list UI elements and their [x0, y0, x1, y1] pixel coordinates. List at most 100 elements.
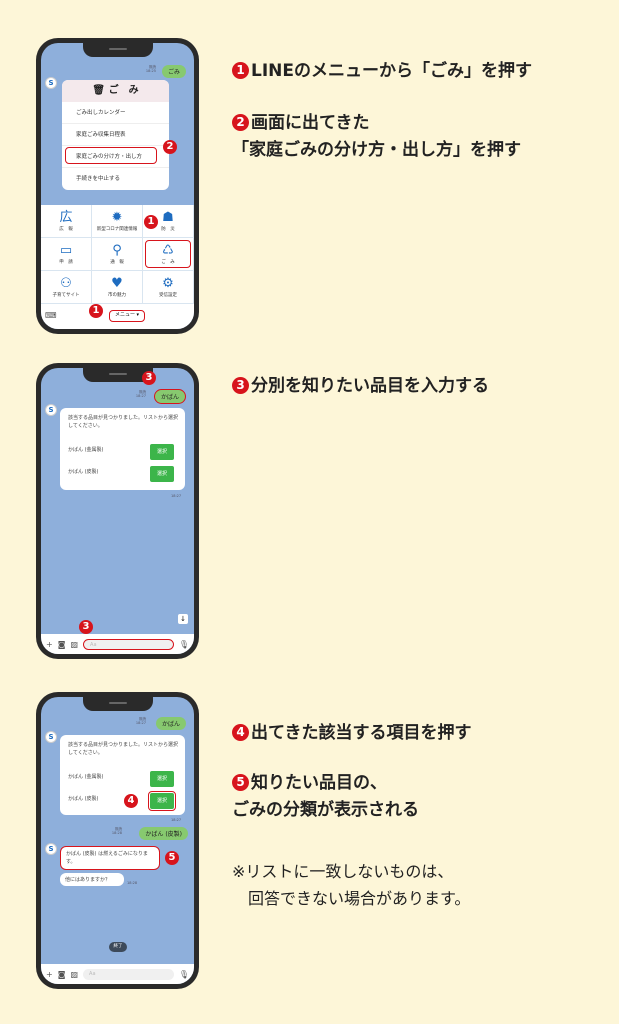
city-avatar: S	[45, 731, 57, 743]
reply-text: 該当する品目が見つかりました。リストから選択してください。	[68, 415, 179, 429]
step-text: 「家庭ごみの分け方・出し方」を押す	[232, 140, 521, 160]
alarm-icon: ☗	[162, 210, 174, 225]
rich-menu-shinsei[interactable]: ▭申 請	[41, 238, 92, 271]
menu-item-calendar[interactable]: ごみ出しカレンダー	[62, 102, 169, 124]
gomi-menu-card: 🗑 ご み ごみ出しカレンダー 家庭ごみ収集日程表 家庭ごみの分け方・出し方 手…	[62, 80, 169, 190]
message-input[interactable]: Aa	[83, 968, 174, 980]
trash-icon: 🗑	[92, 85, 106, 96]
followup-text: 他にはありますか？	[65, 877, 111, 883]
step-marker-5: 5	[165, 851, 179, 865]
read-label: 既読	[149, 65, 156, 69]
sent-message: かばん	[153, 389, 186, 404]
step-text: 知りたい品目の、	[251, 773, 387, 793]
rich-menu: 広広 報 ✹新型コロナ関連情報 ☗防 災 ▭申 請 ⚲通 報 ♺ご み ⚇子育て…	[41, 205, 194, 304]
option-label: かばん (金属製)	[68, 447, 104, 453]
step-text: 画面に出てきた	[251, 113, 370, 133]
bottom-bar: ⌨ メニュー ▾ 1	[41, 304, 194, 329]
option-label: かばん (皮製)	[68, 469, 99, 475]
step-number: 5	[232, 774, 249, 791]
notch	[82, 43, 153, 57]
plus-icon[interactable]: +	[46, 639, 53, 649]
input-bar: + ◙ ▨ Aa 🎙	[41, 964, 194, 984]
rich-menu-bosai[interactable]: ☗防 災	[143, 205, 194, 238]
time: 18:25	[145, 69, 156, 73]
time: 18:27	[135, 721, 146, 725]
microphone-icon[interactable]: 🎙	[178, 639, 189, 649]
camera-icon[interactable]: ◙	[57, 639, 66, 649]
rich-menu-miryoku[interactable]: ♥市の魅力	[92, 271, 143, 304]
note-text: ※リストに一致しないものは、	[232, 862, 454, 881]
menu-item-cancel[interactable]: 手続きを中止する	[76, 176, 121, 182]
garbage-bag-icon: ♺	[162, 243, 174, 258]
result-text: かばん (皮製) は燃えるごみになります。	[66, 851, 148, 865]
menu-item-sorting[interactable]: 家庭ごみの分け方・出し方	[62, 146, 169, 168]
highlight-sorting	[65, 147, 157, 164]
select-button[interactable]: 選択	[150, 771, 174, 787]
menu-title: ご み	[108, 85, 139, 96]
followup-message: 他にはありますか？	[60, 873, 124, 886]
sent-message: ごみ	[161, 65, 186, 78]
step-text: 出てきた該当する項目を押す	[251, 723, 472, 743]
gear-icon: ⚙	[162, 276, 174, 291]
step-number: 2	[232, 114, 249, 131]
rich-menu-corona[interactable]: ✹新型コロナ関連情報	[92, 205, 143, 238]
koho-icon: 広	[59, 210, 73, 225]
result-message: かばん (皮製) は燃えるごみになります。	[60, 846, 160, 870]
time: 18:28	[127, 881, 138, 885]
sent-message: かばん (皮製)	[139, 827, 188, 840]
rich-menu-koho[interactable]: 広広 報	[41, 205, 92, 238]
rich-menu-settings[interactable]: ⚙受信設定	[143, 271, 194, 304]
option-label: かばん (金属製)	[68, 774, 104, 780]
step-marker-1b: 1	[89, 304, 103, 318]
step-marker-3b: 3	[79, 620, 93, 634]
time: 18:27	[135, 394, 146, 398]
menu-item-schedule[interactable]: 家庭ごみ収集日程表	[62, 124, 169, 146]
result-card: 該当する品目が見つかりました。リストから選択してください。 かばん (金属製) …	[60, 408, 185, 490]
step-marker-2: 2	[163, 140, 177, 154]
image-icon[interactable]: ▨	[70, 969, 79, 979]
select-button[interactable]: 選択	[150, 444, 174, 460]
rich-menu-gomi[interactable]: ♺ご み	[143, 238, 194, 271]
step-text: LINEのメニューから「ごみ」を押す	[251, 61, 532, 81]
keyboard-icon[interactable]: ⌨	[45, 311, 57, 320]
note-text: 回答できない場合があります。	[232, 889, 471, 908]
map-pin-icon: ⚲	[112, 243, 122, 258]
rich-menu-kosodate[interactable]: ⚇子育てサイト	[41, 271, 92, 304]
message-input[interactable]: Aa	[83, 638, 174, 650]
microphone-icon[interactable]: 🎙	[178, 969, 189, 979]
read-label: 既読	[115, 827, 122, 831]
select-button[interactable]: 選択	[150, 466, 174, 482]
scroll-down-icon[interactable]: ↓	[178, 614, 188, 624]
step-marker-1: 1	[144, 215, 158, 229]
input-bar: + ◙ ▨ Aa 🎙	[41, 634, 194, 654]
read-label: 既読	[139, 717, 146, 721]
notch	[82, 368, 153, 382]
devices-icon: ▭	[59, 243, 73, 258]
virus-icon: ✹	[111, 210, 123, 225]
step-number: 4	[232, 724, 249, 741]
select-button-selected[interactable]: 選択	[148, 791, 176, 811]
image-icon[interactable]: ▨	[70, 639, 79, 649]
plus-icon[interactable]: +	[46, 969, 53, 979]
hearts-icon: ♥	[111, 276, 123, 291]
camera-icon[interactable]: ◙	[57, 969, 66, 979]
step-marker-4: 4	[124, 794, 138, 808]
end-button[interactable]: 終了	[109, 942, 127, 952]
highlight-gomi	[145, 240, 191, 268]
step-text: 分別を知りたい品目を入力する	[251, 376, 489, 396]
menu-toggle-button[interactable]: メニュー ▾	[109, 310, 145, 322]
result-card: 該当する品目が見つかりました。リストから選択してください。 かばん (金属製) …	[60, 735, 185, 815]
rich-menu-tsuho[interactable]: ⚲通 報	[92, 238, 143, 271]
step-number: 1	[232, 62, 249, 79]
menu-header: 🗑 ご み	[62, 80, 169, 102]
step-number: 3	[232, 377, 249, 394]
